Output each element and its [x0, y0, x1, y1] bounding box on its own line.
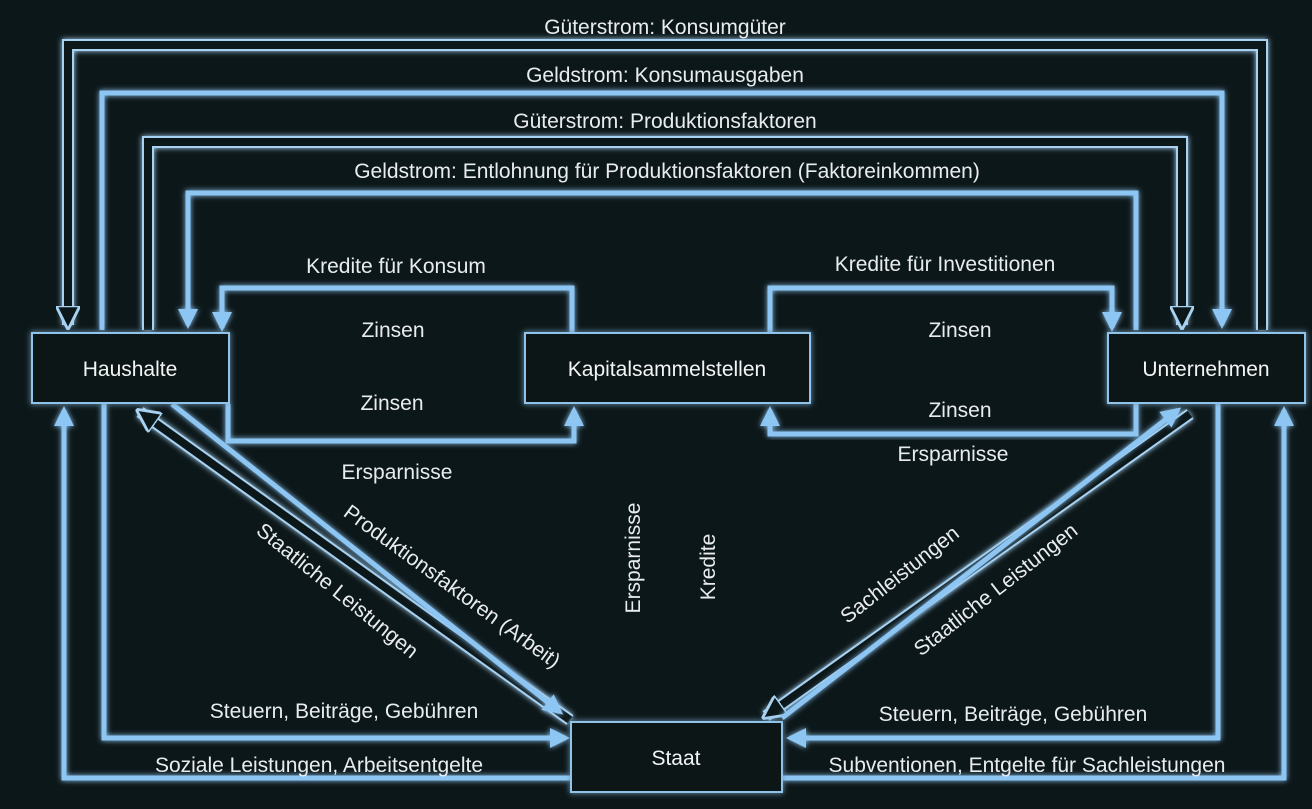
node-staat-label: Staat — [651, 747, 700, 770]
flow-steuern-u — [786, 404, 1221, 748]
label-geldstrom-entlohnung: Geldstrom: Entlohnung für Produktionsfak… — [354, 160, 980, 183]
label-kredite-konsum: Kredite für Konsum — [306, 255, 486, 278]
label-gueterstrom-konsumgueter: Güterstrom: Konsumgüter — [544, 16, 786, 39]
flow-geldstrom-entlohnung — [178, 190, 1139, 330]
label-ersparnisse-staat: Ersparnisse — [622, 503, 645, 614]
flow-kredite-investitionen — [767, 285, 1122, 332]
label-produktionsfaktoren-arbeit: Produktionsfaktoren (Arbeit) — [339, 501, 564, 673]
label-zinsen-ks-to-u: Zinsen — [928, 399, 991, 422]
label-geldstrom-konsumausgaben: Geldstrom: Konsumausgaben — [526, 64, 804, 87]
label-sachleistungen: Sachleistungen — [836, 522, 963, 629]
node-unternehmen-label: Unternehmen — [1142, 358, 1269, 381]
node-unternehmen: Unternehmen — [1107, 332, 1306, 404]
node-haushalte-label: Haushalte — [83, 358, 178, 381]
flow-gueterstrom-produktionsfaktoren — [142, 136, 1182, 330]
flow-geldstrom-konsumausgaben — [99, 90, 1232, 330]
flow-gueterstrom-konsumgueter — [68, 39, 1268, 330]
label-kredite-investitionen: Kredite für Investitionen — [835, 253, 1056, 276]
label-gueterstrom-produktionsfaktoren: Güterstrom: Produktionsfaktoren — [513, 110, 816, 133]
node-kapitalsammelstellen: Kapitalsammelstellen — [524, 332, 811, 404]
label-ersparnisse-hh: Ersparnisse — [342, 461, 453, 484]
node-haushalte: Haushalte — [31, 332, 230, 404]
label-subventionen: Subventionen, Entgelte für Sachleistunge… — [829, 754, 1226, 777]
flow-steuern-hh — [101, 404, 570, 748]
label-kredite-staat: Kredite — [697, 534, 720, 601]
label-zinsen-ks-to-hh: Zinsen — [360, 392, 423, 415]
label-steuern-hh: Steuern, Beiträge, Gebühren — [210, 700, 479, 723]
label-ersparnisse-u: Ersparnisse — [898, 443, 1009, 466]
flow-staatliche-leistungen-u — [780, 407, 1182, 720]
label-soziale-leistungen: Soziale Leistungen, Arbeitsentgelte — [155, 754, 483, 777]
node-kapitalsammelstellen-label: Kapitalsammelstellen — [568, 358, 766, 381]
label-steuern-u: Steuern, Beiträge, Gebühren — [879, 703, 1148, 726]
flow-ersparnisse-hh — [225, 404, 584, 444]
node-staat: Staat — [570, 721, 783, 793]
label-zinsen-hh-to-ks: Zinsen — [361, 319, 424, 342]
flow-staatliche-leistungen-hh — [170, 402, 564, 715]
flow-ersparnisse-u — [760, 404, 1139, 437]
flow-soziale-leistungen — [54, 406, 570, 781]
label-zinsen-u-to-ks: Zinsen — [928, 319, 991, 342]
flow-kredite-konsum — [212, 285, 575, 332]
flow-produktionsfaktoren-arbeit — [140, 407, 574, 725]
flow-subventionen — [782, 406, 1294, 781]
